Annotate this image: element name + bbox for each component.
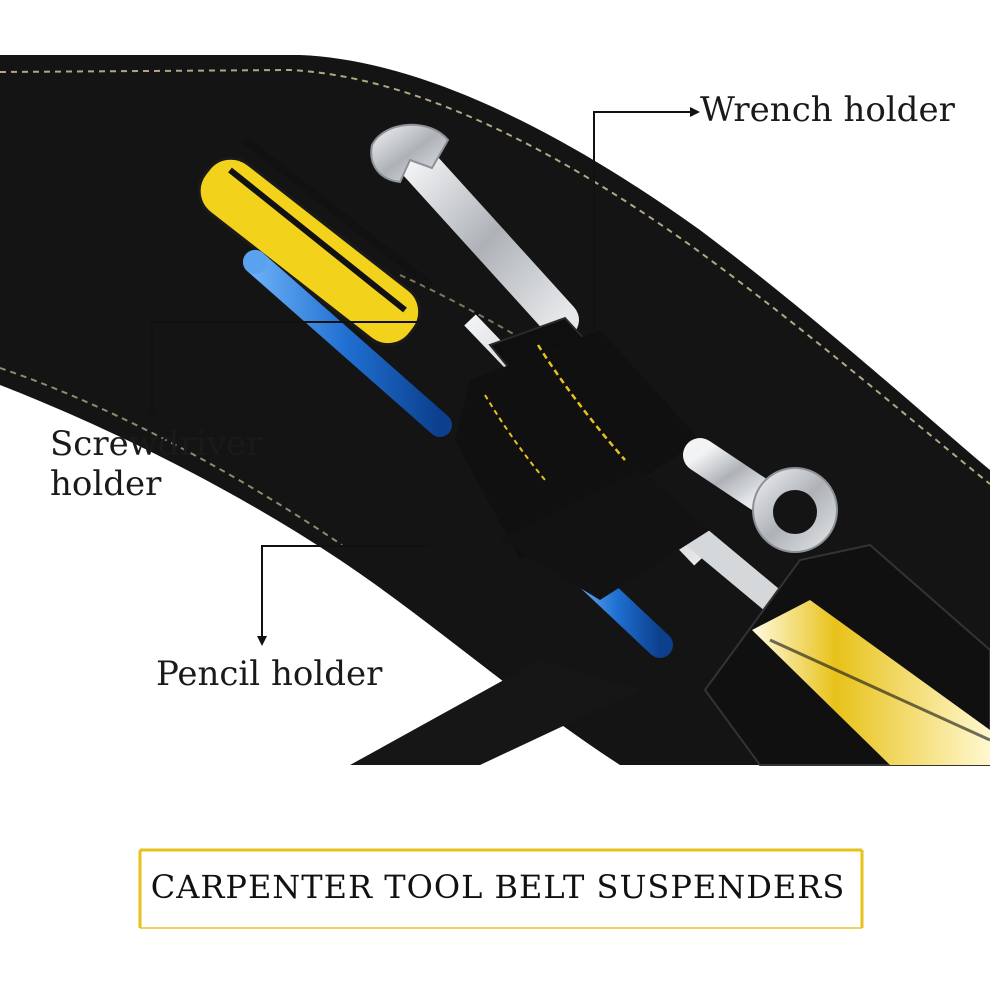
title-frame-border: [138, 848, 864, 929]
callout-lines: [151, 111, 690, 640]
wrench-icon: [370, 123, 579, 339]
pocket-lower: [500, 470, 710, 600]
belt-strap-lower: [350, 660, 640, 765]
wrench-holder-label: Wrench holder: [700, 90, 955, 130]
screwdriver-holder-line1: Screwdriver: [50, 424, 263, 464]
screwdriver-holder-label: Screwdriver holder: [50, 424, 262, 504]
pocket-center: [455, 330, 700, 560]
screwdriver-holder-line2: holder: [50, 464, 162, 504]
magnetic-strip: [752, 600, 990, 765]
wrench-ring-icon: [683, 438, 838, 553]
product-title: CARPENTER TOOL BELT SUSPENDERS: [150, 868, 846, 906]
pencil-holder-label: Pencil holder: [156, 654, 383, 694]
